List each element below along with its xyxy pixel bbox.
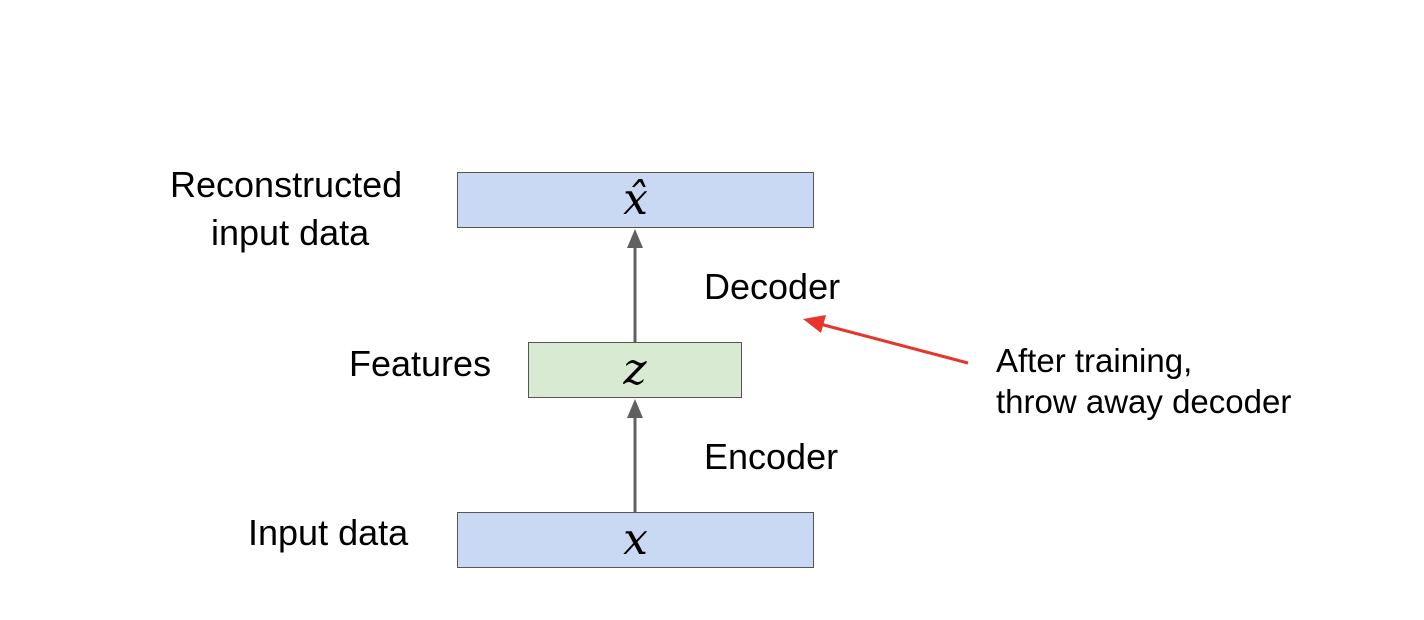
reconstructed-output-box: x̂ [457, 172, 814, 228]
encoder-label: Encoder [704, 436, 839, 477]
annotation-line1: After training, [996, 342, 1193, 379]
decoder-label: Decoder [704, 266, 841, 307]
x-hat-symbol: x̂ [623, 174, 648, 225]
annotation-arrow [803, 315, 969, 365]
input-label: Input data [248, 512, 409, 553]
annotation-line2: throw away decoder [996, 383, 1292, 420]
x-symbol: x [623, 514, 648, 565]
output-label-line2: input data [211, 212, 370, 253]
features-label: Features [349, 343, 492, 384]
output-label-line1: Reconstructed [170, 164, 403, 205]
input-box: x [457, 512, 814, 568]
decoder-arrow [627, 229, 643, 342]
encoder-arrow [627, 399, 643, 512]
z-symbol: z [623, 344, 647, 395]
features-box: z [528, 342, 742, 398]
